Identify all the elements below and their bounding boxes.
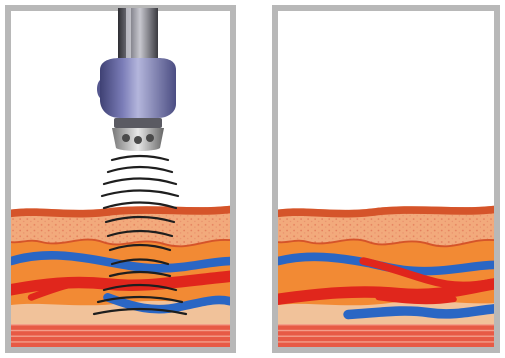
vein-lower [348,309,494,315]
panel-before [8,8,233,350]
panel-after [275,8,497,350]
